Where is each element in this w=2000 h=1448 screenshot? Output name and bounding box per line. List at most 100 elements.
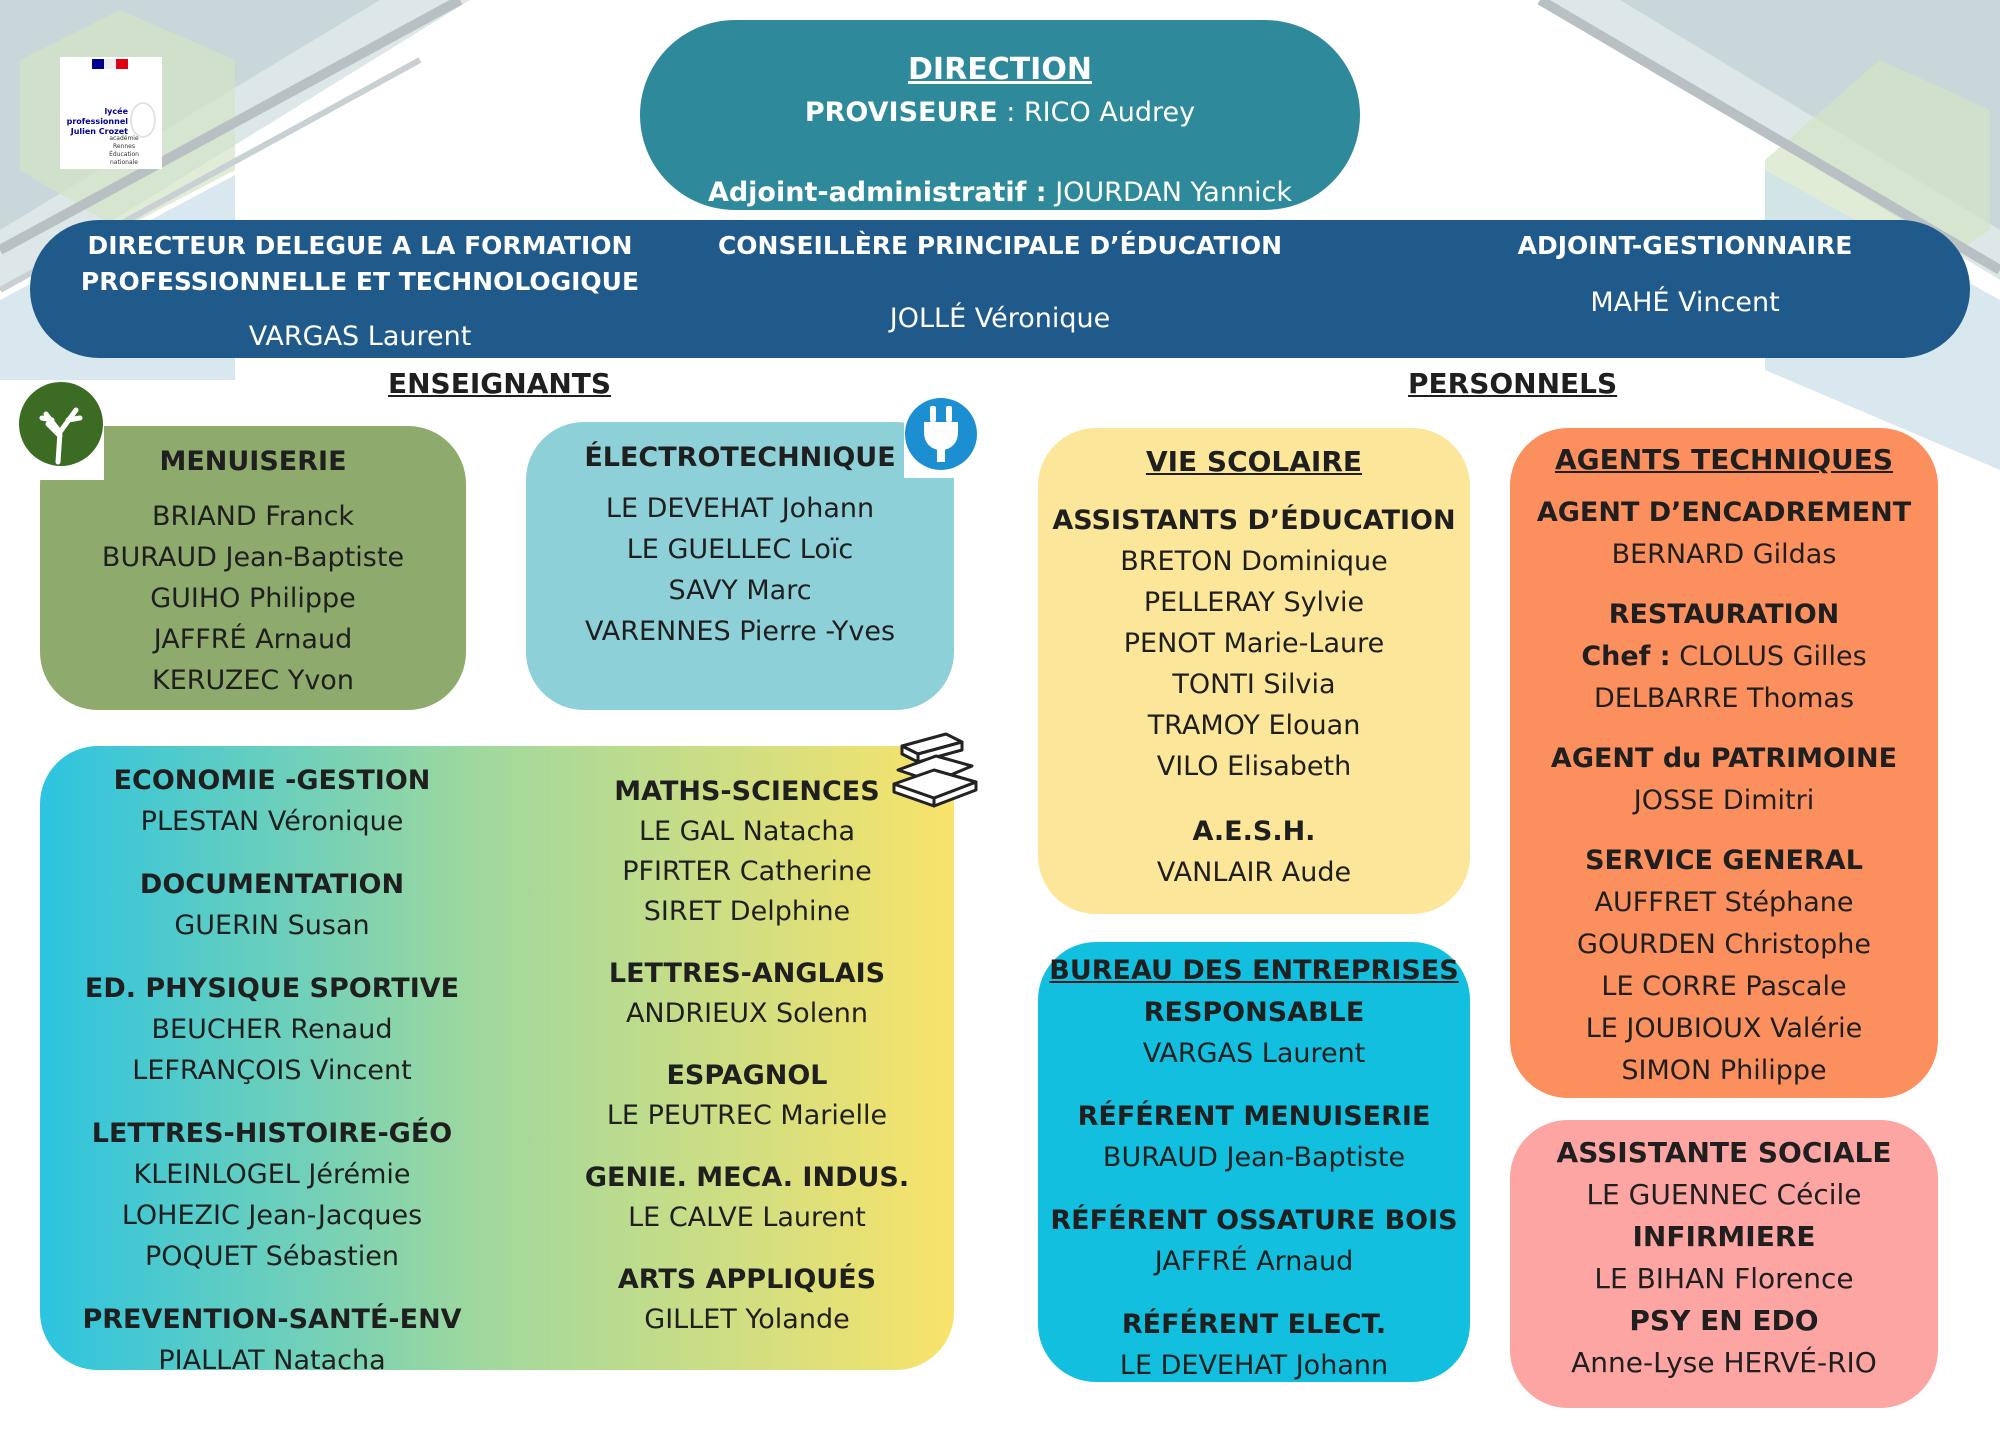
vie-scolaire-box: VIE SCOLAIRE ASSISTANTS D’ÉDUCATION BRET… [1038, 428, 1470, 914]
subject-title: MATHS-SCIENCES [614, 776, 880, 807]
subject-title: ECONOMIE -GESTION [113, 765, 431, 796]
subject-title: ARTS APPLIQUÉS [617, 1264, 877, 1295]
staff-name: DELBARRE Thomas [1593, 683, 1855, 714]
group-title: RÉFÉRENT OSSATURE BOIS [1050, 1205, 1458, 1236]
staff-name: LE DEVEHAT Johann [1119, 1350, 1389, 1381]
staff-name: Anne-Lyse HERVÉ-RIO [1571, 1346, 1877, 1379]
logo-academy-line2: Rennes [112, 143, 135, 150]
adjoint-admin-label: Adjoint-administratif : [707, 177, 1047, 208]
staff-name: SIMON Philippe [1621, 1055, 1827, 1086]
menuiserie-name: KERUZEC Yvon [152, 665, 354, 696]
electrotechnique-name: SAVY Marc [668, 575, 812, 606]
electrotechnique-title: ÉLECTROTECHNIQUE [584, 442, 896, 473]
staff-name: LE BIHAN Florence [1594, 1262, 1854, 1295]
teacher-name: GUERIN Susan [174, 910, 370, 941]
staff-name: LE CORRE Pascale [1601, 971, 1847, 1002]
group-title: PSY EN EDO [1629, 1304, 1819, 1337]
staff-name: VANLAIR Aude [1156, 857, 1352, 888]
staff-name: JAFFRÉ Arnaud [1154, 1246, 1354, 1277]
tree-icon [19, 380, 104, 480]
vie-scolaire-title: VIE SCOLAIRE [1145, 445, 1363, 478]
staff-name: GOURDEN Christophe [1577, 929, 1871, 960]
staff-name: LE GUENNEC Cécile [1586, 1178, 1862, 1211]
subject-title: GENIE. MECA. INDUS. [584, 1162, 910, 1193]
teacher-name: LE CALVE Laurent [628, 1202, 866, 1233]
menuiserie-name: GUIHO Philippe [150, 583, 356, 614]
teacher-name: ANDRIEUX Solenn [625, 998, 869, 1029]
staff-name: JOSSE Dimitri [1633, 785, 1815, 816]
management-band [30, 220, 1970, 358]
plug-icon [904, 392, 978, 478]
direction-title: DIRECTION [908, 52, 1092, 87]
teacher-name: BEUCHER Renaud [151, 1014, 393, 1045]
directeur-name: VARGAS Laurent [248, 321, 472, 352]
menuiserie-name: BURAUD Jean-Baptiste [101, 542, 405, 573]
staff-name: VARGAS Laurent [1142, 1038, 1366, 1069]
chef-line: Chef : CLOLUS Gilles [1510, 636, 1938, 678]
staff-name: TONTI Silvia [1172, 669, 1336, 700]
electrotechnique-name: LE GUELLEC Loïc [626, 534, 854, 565]
teacher-name: GILLET Yolande [644, 1304, 850, 1335]
staff-name: TRAMOY Elouan [1147, 710, 1361, 741]
group-title: SERVICE GENERAL [1585, 845, 1863, 876]
flag-blue [92, 59, 104, 69]
teacher-name: LE GAL Natacha [638, 816, 856, 847]
group-title: ASSISTANTS D’ÉDUCATION [1052, 505, 1456, 536]
staff-name: AUFFRET Stéphane [1594, 887, 1854, 918]
gestionnaire-name: MAHÉ Vincent [1590, 287, 1780, 318]
books-icon [892, 732, 978, 808]
adjoint-admin-line: Adjoint-administratif : JOURDAN Yannick [640, 174, 1360, 212]
teacher-name: POQUET Sébastien [145, 1241, 399, 1272]
group-title: INFIRMIERE [1632, 1220, 1816, 1253]
proviseure-label: PROVISEURE [804, 97, 998, 128]
electrotechnique-name: VARENNES Pierre -Yves [584, 616, 896, 647]
subject-title: LETTRES-ANGLAIS [608, 958, 886, 989]
subject-title: ESPAGNOL [666, 1060, 828, 1091]
flag-red [116, 59, 128, 69]
menuiserie-title: MENUISERIE [159, 446, 347, 477]
teacher-name: SIRET Delphine [643, 896, 851, 927]
marianne-icon [130, 102, 156, 138]
bureau-entreprises-box: BUREAU DES ENTREPRISES RESPONSABLE VARGA… [1038, 942, 1470, 1382]
staff-name: PENOT Marie-Laure [1123, 628, 1385, 659]
logo-academy-line1: académie [109, 135, 139, 142]
staff-name: VILO Elisabeth [1156, 751, 1352, 782]
directeur-title: DIRECTEUR DELEGUE A LA FORMATION PROFESS… [70, 228, 650, 300]
logo-school-line1: lycée professionnel [66, 107, 128, 126]
directeur-title-line1: DIRECTEUR DELEGUE A LA FORMATION [87, 231, 633, 260]
agents-techniques-box: AGENTS TECHNIQUES AGENT D’ENCADREMENT BE… [1510, 428, 1938, 1098]
group-title: RESPONSABLE [1143, 997, 1365, 1028]
staff-name: CLOLUS Gilles [1679, 641, 1867, 672]
cpe-title: CONSEILLÈRE PRINCIPALE D’ÉDUCATION [717, 231, 1283, 260]
subject-title: PREVENTION-SANTÉ-ENV [82, 1304, 462, 1335]
teacher-name: PFIRTER Catherine [622, 856, 872, 887]
bureau-title: BUREAU DES ENTREPRISES [1049, 955, 1459, 986]
group-title: RÉFÉRENT ELECT. [1121, 1309, 1387, 1340]
teacher-name: LOHEZIC Jean-Jacques [121, 1200, 423, 1231]
chef-label: Chef : [1581, 641, 1671, 672]
direction-box: DIRECTION PROVISEURE : RICO Audrey Adjoi… [640, 20, 1360, 210]
group-title: RESTAURATION [1608, 599, 1840, 630]
flag-white [104, 59, 116, 69]
group-title: AGENT D’ENCADREMENT [1536, 497, 1912, 528]
staff-name: LE JOUBIOUX Valérie [1585, 1013, 1863, 1044]
group-title: AGENT du PATRIMOINE [1550, 743, 1898, 774]
menuiserie-box: MENUISERIE BRIAND Franck BURAUD Jean-Bap… [40, 426, 466, 710]
logo-academy-line4: nationale [109, 159, 138, 166]
electrotechnique-name: LE DEVEHAT Johann [605, 493, 875, 524]
proviseure-line: PROVISEURE : RICO Audrey [640, 94, 1360, 132]
gestionnaire-title: ADJOINT-GESTIONNAIRE [1517, 231, 1853, 260]
group-title: A.E.S.H. [1192, 816, 1316, 847]
agents-title: AGENTS TECHNIQUES [1554, 443, 1894, 476]
teacher-name: LEFRANÇOIS Vincent [132, 1055, 412, 1086]
subject-title: ED. PHYSIQUE SPORTIVE [84, 973, 460, 1004]
menuiserie-name: JAFFRÉ Arnaud [153, 624, 353, 655]
teacher-name: PLESTAN Véronique [140, 806, 404, 837]
proviseure-name: : RICO Audrey [1006, 97, 1196, 128]
cpe-name: JOLLÉ Véronique [889, 303, 1111, 334]
menuiserie-name: BRIAND Franck [151, 501, 355, 532]
subject-title: DOCUMENTATION [139, 869, 405, 900]
general-teaching-box: ECONOMIE -GESTION PLESTAN Véronique DOCU… [40, 746, 954, 1376]
personnels-heading: PERSONNELS [1408, 367, 1618, 400]
teacher-name: KLEINLOGEL Jérémie [133, 1159, 411, 1190]
